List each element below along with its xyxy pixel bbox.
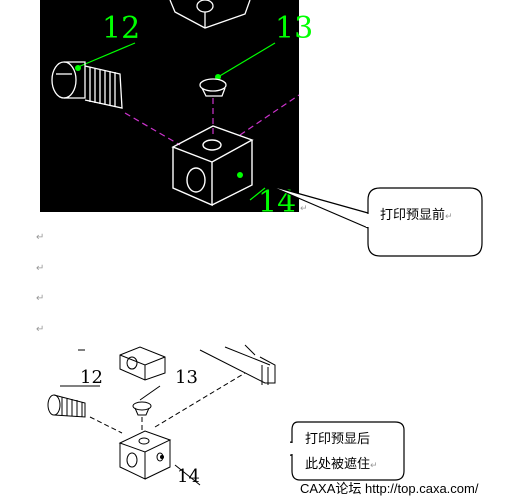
screw-part-13 [199, 78, 227, 97]
cad-drawing-bottom: 12 13 14 [47, 344, 276, 487]
label-13-top: 13 [275, 11, 313, 46]
paragraph-mark-1: ↵ [36, 232, 45, 243]
label-14-bottom: 14 [177, 466, 200, 487]
paragraph-mark-3: ↵ [36, 293, 45, 304]
label-13-bottom: 13 [175, 367, 198, 388]
paragraph-mark-top: ↵ [300, 204, 308, 214]
callout-bottom-line2: 此处被遮住↵ [305, 457, 378, 472]
cad-drawing-top: 12 13 [51, 0, 313, 220]
label-12-bottom: 12 [80, 367, 103, 388]
block-part-14 [171, 125, 254, 207]
cad-view-after-print-preview: 12 13 14 [40, 344, 290, 495]
block-part-top [169, 0, 251, 29]
watermark-caxa-forum: CAXA论坛 http://top.caxa.com/ [300, 481, 479, 496]
callout-bottom-line1: 打印预显后 [305, 432, 371, 447]
cad-view-before-print-preview: 12 13 [40, 0, 313, 220]
callout-top-text: 打印预显前↵ [380, 208, 453, 223]
paragraph-mark-4: ↵ [36, 324, 45, 335]
callout-bubble-top [267, 184, 483, 257]
paragraph-mark-2: ↵ [36, 263, 45, 274]
screw-part-12 [51, 61, 123, 109]
label-12-top: 12 [102, 11, 140, 46]
